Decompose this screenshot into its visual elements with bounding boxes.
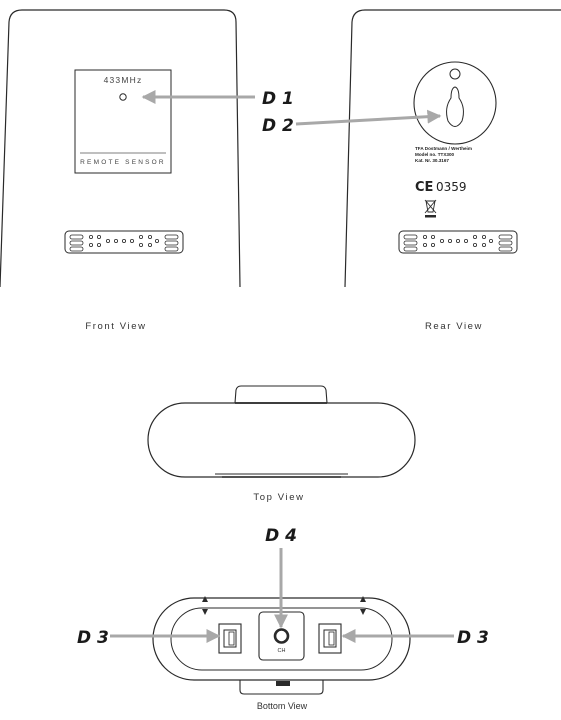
manufacturer-text: TFA Dostmann / Wertheim — [415, 146, 472, 151]
channel-button-label: CH — [278, 648, 286, 654]
right-switch[interactable] — [318, 623, 342, 654]
callout-d1: D 1 — [262, 89, 294, 109]
left-switch[interactable] — [218, 623, 242, 654]
bottom-clip — [239, 680, 324, 695]
ce-number: 0359 — [436, 180, 467, 194]
remote-sensor-label: REMOTE SENSOR — [80, 159, 166, 166]
rear-view-caption: Rear View — [425, 321, 483, 332]
front-label-panel — [74, 69, 172, 174]
mounting-hole-top — [449, 68, 461, 80]
mounting-recess — [413, 61, 497, 145]
callout-d4: D 4 — [265, 526, 297, 546]
keyhole-slot — [446, 86, 464, 127]
ce-mark: CE — [415, 180, 433, 195]
callout-d3-left: D 3 — [77, 628, 109, 648]
kat-number-text: Kat. Nr. 30.3167 — [415, 158, 449, 163]
top-view: Top View — [147, 385, 416, 503]
front-view: 433MHz REMOTE SENSOR Front View — [0, 9, 241, 332]
top-view-caption: Top View — [253, 492, 304, 503]
front-view-caption: Front View — [85, 321, 146, 332]
bottom-view-caption: Bottom View — [257, 701, 308, 711]
rear-vent-grille — [398, 230, 518, 254]
bottom-clip-latch — [276, 681, 290, 686]
model-text: Model no. TTX300 — [415, 152, 454, 157]
weee-bin-icon — [424, 199, 437, 218]
frequency-label: 433MHz — [104, 75, 143, 85]
callout-d3-right: D 3 — [457, 628, 489, 648]
top-clip — [234, 385, 328, 404]
led-indicator — [119, 93, 127, 101]
left-marker-arrows — [202, 596, 208, 615]
front-housing — [0, 9, 241, 288]
top-housing — [147, 402, 416, 478]
right-marker-arrows — [360, 596, 366, 615]
rear-view: TFA Dostmann / Wertheim Model no. TTX300… — [344, 9, 561, 332]
d2-arrow — [295, 109, 442, 126]
rear-housing — [344, 9, 561, 288]
front-vent-grille — [64, 230, 184, 254]
callout-d2: D 2 — [262, 116, 294, 136]
